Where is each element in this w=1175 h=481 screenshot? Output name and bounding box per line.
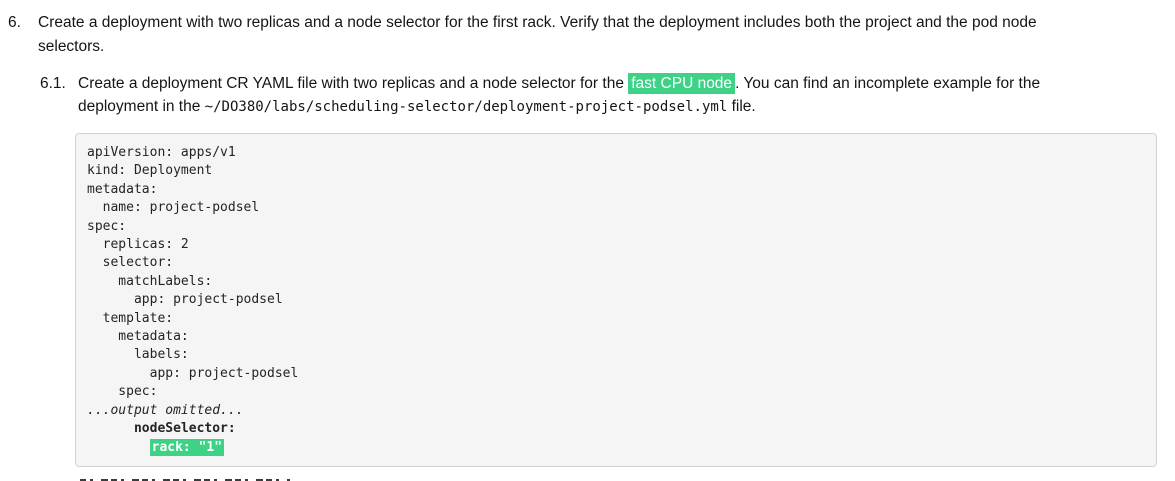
code-line: app: project-podsel [87,365,299,381]
code-line: name: project-podsel [87,200,260,216]
substep-text-line2: deployment in the [78,98,205,115]
code-line: selector: [87,255,174,271]
file-path-inline-code: ~/DO380/labs/scheduling-selector/deploym… [204,99,728,115]
code-line: replicas: 2 [87,237,189,253]
code-line: kind: Deployment [87,163,213,179]
step-text-line1: Create a deployment with two replicas an… [38,14,1037,31]
code-line: metadata: [87,181,158,197]
code-line: template: [87,310,174,326]
substep-paragraph: Create a deployment CR YAML file with tw… [78,72,1175,119]
code-line: apiVersion: apps/v1 [87,145,236,160]
code-line: app: project-podsel [87,292,283,308]
substep-text-before-highlight: Create a deployment CR YAML file with tw… [78,75,629,92]
code-line: spec: [87,384,158,400]
code-line: metadata: [87,329,189,345]
step-number: 6. [8,14,21,31]
step-6-1: 6.1. Create a deployment CR YAML file wi… [38,72,1175,467]
code-line: ...output omitted... [87,402,244,418]
step-6: 6. Create a deployment with two replicas… [0,11,1175,467]
code-line: nodeSelector: [87,421,236,437]
step-text: Create a deployment with two replicas an… [38,11,1175,59]
code-line: labels: [87,347,189,363]
clipped-text-line [80,476,290,481]
code-line: spec: [87,218,127,234]
highlighted-term: fast CPU node [628,73,736,94]
substep-text-after-path: file. [727,98,756,115]
highlighted-code: rack: "1" [149,438,225,456]
substep-text-after-highlight: . You can find an incomplete example for… [735,75,1041,92]
code-line: matchLabels: [87,273,213,289]
code-line: rack: "1" [87,438,1145,457]
step-text-line2: selectors. [38,38,105,55]
code-block: apiVersion: apps/v1 kind: Deployment metad… [75,133,1157,467]
substep-number: 6.1. [40,75,66,92]
